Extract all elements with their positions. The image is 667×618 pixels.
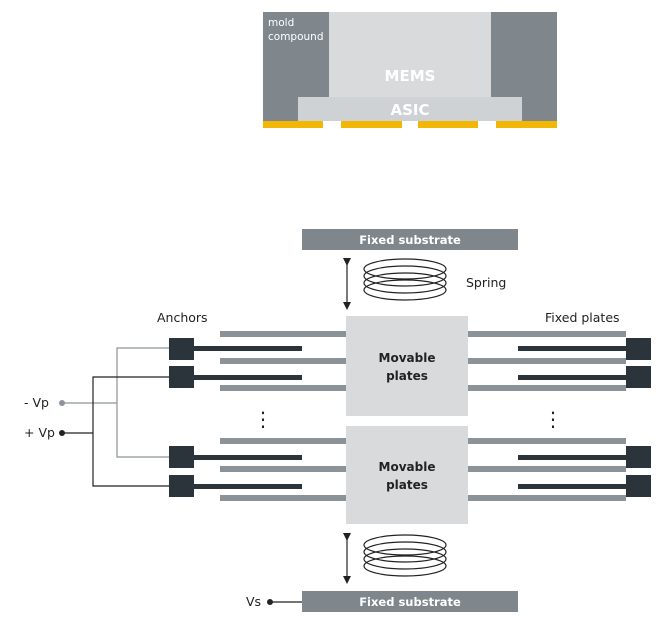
plate-left-5	[220, 466, 346, 472]
asic-die	[298, 97, 522, 121]
dark-plate-right-3	[518, 455, 626, 460]
movable-upper-line2: plates	[386, 369, 428, 383]
plate-left-1	[220, 331, 346, 337]
solder-pad-4	[496, 121, 557, 128]
anchor-right-2	[626, 366, 651, 388]
plate-right-4	[468, 438, 626, 444]
plate-right-6	[468, 495, 626, 501]
bottom-spring-icon	[363, 534, 447, 577]
minus-vp-terminal	[59, 400, 65, 406]
anchor-left-4	[169, 475, 194, 497]
vs-label: Vs	[246, 594, 261, 609]
plate-right-1	[468, 331, 626, 337]
movable-plates-lower	[346, 426, 468, 524]
ellipsis-left: ⋮	[253, 407, 273, 431]
plate-left-3	[220, 385, 346, 391]
minus-vp-wiring	[62, 347, 169, 458]
bottom-substrate-label: Fixed substrate	[359, 595, 461, 609]
plus-vp-label: + Vp	[24, 425, 55, 440]
anchor-left-3	[169, 446, 194, 468]
movable-plates-upper	[346, 316, 468, 416]
minus-vp-label: - Vp	[24, 395, 49, 410]
sensor-structure: Fixed substrate Spring Anchors Fixed pla…	[24, 229, 651, 612]
upper-gray-plates	[220, 331, 626, 391]
plate-left-6	[220, 495, 346, 501]
movable-lower-line1: Movable	[379, 460, 436, 474]
plate-right-5	[468, 466, 626, 472]
top-spring-icon	[363, 258, 447, 301]
spring-label: Spring	[466, 275, 506, 290]
plate-right-3	[468, 385, 626, 391]
asic-label: ASIC	[390, 101, 429, 119]
plate-left-4	[220, 438, 346, 444]
anchor-right-1	[626, 338, 651, 360]
anchor-left-2	[169, 366, 194, 388]
dark-plate-left-2	[194, 375, 302, 380]
solder-pad-1	[263, 121, 323, 128]
lower-anchors	[169, 446, 651, 497]
lower-dark-plates	[194, 455, 626, 489]
top-fixed-substrate	[302, 229, 518, 250]
dark-plate-left-1	[194, 346, 302, 351]
upper-anchors	[169, 338, 651, 388]
mold-label-line1: mold	[268, 17, 294, 29]
dark-plate-right-4	[518, 484, 626, 489]
dark-plate-right-1	[518, 346, 626, 351]
plate-right-2	[468, 358, 626, 364]
bottom-fixed-substrate	[302, 591, 518, 612]
plus-vp-wiring	[62, 376, 169, 487]
movable-upper-line1: Movable	[379, 351, 436, 365]
solder-pad-2	[341, 121, 402, 128]
package-cross-section: mold compound MEMS ASIC	[263, 12, 557, 128]
anchors-label: Anchors	[157, 310, 208, 325]
plus-vp-terminal	[59, 430, 65, 436]
dark-plate-left-4	[194, 484, 302, 489]
lower-gray-plates	[220, 438, 626, 501]
mold-label-line2: compound	[268, 31, 324, 43]
mems-die	[329, 12, 491, 97]
movable-lower-line2: plates	[386, 478, 428, 492]
plate-left-2	[220, 358, 346, 364]
anchor-left-1	[169, 338, 194, 360]
solder-pad-3	[418, 121, 478, 128]
dark-plate-right-2	[518, 375, 626, 380]
upper-dark-plates	[194, 346, 626, 380]
dark-plate-left-3	[194, 455, 302, 460]
top-substrate-label: Fixed substrate	[359, 233, 461, 247]
anchor-right-4	[626, 475, 651, 497]
mems-label: MEMS	[385, 67, 436, 85]
fixed-plates-label: Fixed plates	[545, 310, 620, 325]
anchor-right-3	[626, 446, 651, 468]
vs-terminal	[267, 599, 273, 605]
ellipsis-right: ⋮	[543, 407, 563, 431]
